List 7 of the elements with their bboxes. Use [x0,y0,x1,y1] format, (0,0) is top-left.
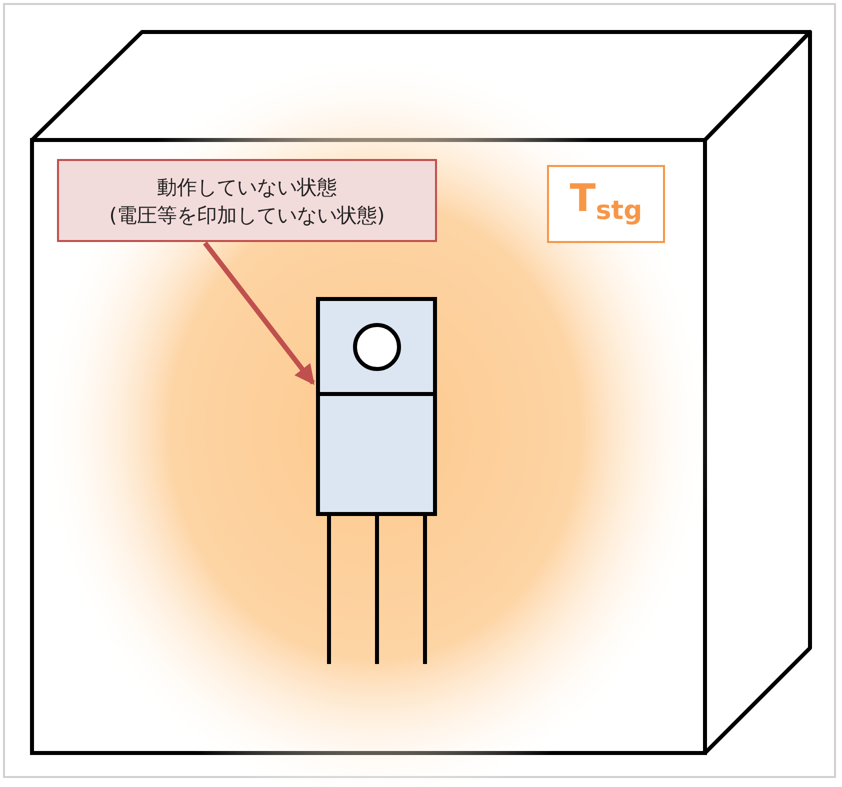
callout-text: 動作していない状態 [157,174,337,200]
callout-text: (電圧等を印加していない状態) [109,202,385,228]
symbol-label: T$_{stg}$ [570,174,642,228]
transistor-drawing [316,297,437,666]
callout-box [57,159,437,242]
arrow [203,241,315,385]
symbol-box [547,165,665,243]
